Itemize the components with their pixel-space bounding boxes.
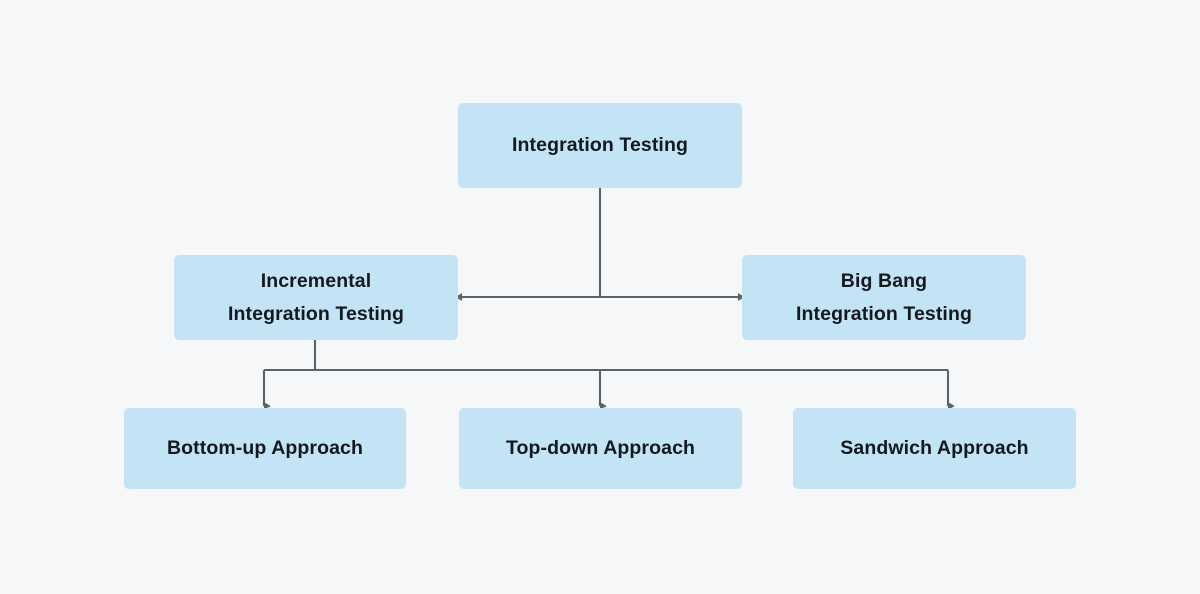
- node-sandwich-approach[interactable]: Sandwich Approach: [793, 408, 1076, 489]
- node-big-bang-integration-testing[interactable]: Big Bang Integration Testing: [742, 255, 1026, 340]
- node-integration-testing[interactable]: Integration Testing: [458, 103, 742, 188]
- node-bottom-up-approach[interactable]: Bottom-up Approach: [124, 408, 406, 489]
- node-top-down-approach[interactable]: Top-down Approach: [459, 408, 742, 489]
- node-label: Top-down Approach: [505, 437, 696, 460]
- node-label: Sandwich Approach: [840, 437, 1029, 460]
- node-incremental-integration-testing[interactable]: Incremental Integration Testing: [174, 255, 458, 340]
- node-label: Bottom-up Approach: [166, 437, 364, 460]
- node-label: Incremental Integration Testing: [228, 269, 404, 325]
- node-label: Integration Testing: [512, 134, 688, 157]
- node-label: Big Bang Integration Testing: [796, 269, 972, 325]
